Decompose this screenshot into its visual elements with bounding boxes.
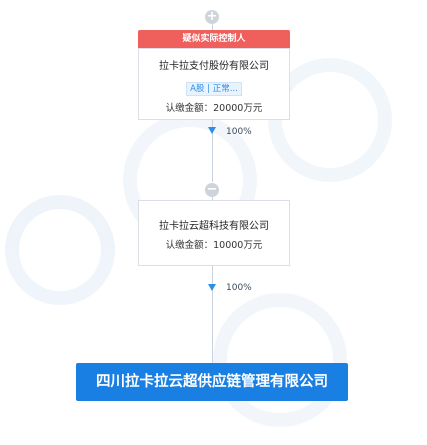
arrow-down-icon: [208, 127, 216, 134]
arrow-down-icon: [208, 284, 216, 291]
connector-line: [212, 22, 213, 32]
connector-line: [212, 196, 213, 200]
actual-controller-tag: 疑似实际控制人: [138, 30, 290, 53]
company-name[interactable]: 拉卡拉支付股份有限公司: [159, 61, 269, 72]
subscribed-capital: 认缴金额：10000万元: [165, 240, 263, 251]
expand-node-button[interactable]: +: [205, 9, 219, 24]
edge-percent: 100%: [226, 283, 252, 293]
connector-line: [212, 266, 213, 363]
shareholder-card[interactable]: 拉卡拉支付股份有限公司 A股 | 正常... 认缴金额：20000万元: [138, 48, 290, 120]
subscribed-capital: 认缴金额：20000万元: [165, 103, 263, 114]
edge-percent: 100%: [226, 127, 252, 137]
company-name[interactable]: 拉卡拉云超科技有限公司: [159, 221, 269, 232]
shareholder-card[interactable]: 拉卡拉云超科技有限公司 认缴金额：10000万元: [138, 200, 290, 266]
collapse-node-button[interactable]: −: [205, 182, 219, 197]
target-company-node[interactable]: 四川拉卡拉云超供应链管理有限公司: [76, 363, 348, 401]
connector-line: [212, 120, 213, 182]
listing-status-badge: A股 | 正常...: [186, 82, 242, 96]
